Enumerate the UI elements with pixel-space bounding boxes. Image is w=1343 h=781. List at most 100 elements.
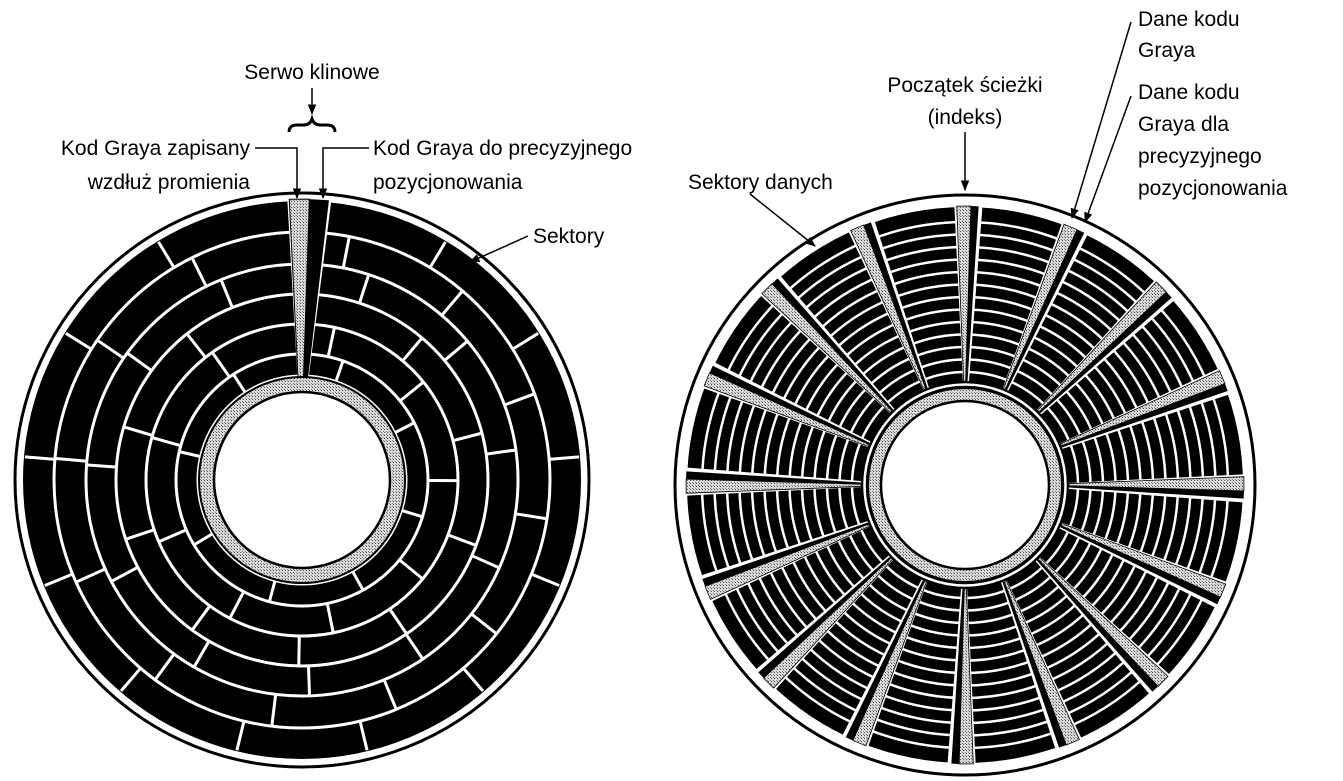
label-gray-data-2: Graya [1138, 39, 1196, 62]
arrow-sectors [469, 235, 529, 263]
gray-code-fine-wedge [1060, 525, 1221, 605]
sector-boundary [486, 448, 516, 456]
gray-code-fine-wedge [758, 556, 891, 679]
sector-boundary [341, 237, 351, 268]
arrow-gray-code-radial [255, 147, 302, 200]
gray-code-fine-wedge [686, 471, 862, 485]
sector-boundary [429, 241, 447, 268]
sector-boundary [504, 392, 535, 407]
sector-boundary [191, 605, 211, 631]
sector-boundary [179, 450, 201, 458]
sector-boundary [550, 455, 580, 461]
sector-boundary [402, 337, 423, 362]
label-wedge-servo: Serwo klinowe [244, 61, 379, 84]
gray-code-wedge [704, 523, 871, 600]
sector-boundary [126, 528, 154, 541]
sector-boundary [220, 280, 234, 308]
gray-code-wedge [1037, 556, 1169, 687]
arrow-gray-data [1070, 21, 1132, 220]
spindle-hole [212, 390, 392, 570]
sector-boundary [326, 328, 336, 357]
sector-boundary [127, 352, 152, 372]
gray-code-wedge [685, 478, 862, 494]
gray-code-fine-wedge [1002, 581, 1067, 748]
sector-boundary [154, 653, 175, 680]
sector-boundary [325, 604, 335, 633]
embedded-servo-disk [673, 193, 1257, 777]
sector-boundary [453, 431, 482, 442]
gray-code-fine-wedge [965, 206, 979, 382]
gray-code-fine-wedge [1061, 383, 1228, 448]
sector-boundary [159, 528, 186, 543]
sector-boundary [512, 332, 539, 350]
sector-boundary [444, 340, 468, 361]
gray-code-fine-wedge [1036, 559, 1159, 692]
sector-boundary [124, 425, 152, 437]
sector-boundary [472, 554, 500, 569]
label-track-start-1: Początek ścieżki [887, 74, 1042, 97]
sector-boundary [24, 455, 54, 461]
sector-boundary [405, 634, 424, 660]
label-gray-code-radial-2: wzdłuż promienia [87, 171, 251, 194]
sector-boundary [399, 559, 423, 580]
gray-code-fine-wedge [709, 365, 870, 445]
sector-boundary [191, 257, 208, 287]
sector-boundary [401, 509, 422, 518]
label-sectors: Sektory [533, 225, 605, 248]
label-data-sectors: Sektory danych [688, 171, 833, 194]
sector-boundary [383, 680, 398, 710]
sector-boundary [441, 290, 464, 316]
label-gray-fine-data-3: precyzyjnego [1138, 145, 1262, 168]
gray-code-wedge [956, 205, 972, 382]
sector-boundary [358, 275, 370, 303]
arrow-gray-fine-data [1084, 95, 1132, 223]
brace [287, 114, 337, 133]
sector-boundary [270, 695, 278, 726]
sector-boundary [97, 339, 124, 359]
gray-code-wedge [703, 372, 870, 448]
gray-code-wedge [852, 580, 928, 747]
sector-boundary [194, 532, 213, 546]
gray-code-fine-wedge [951, 588, 965, 764]
gray-code-wedge [1068, 476, 1245, 492]
sector-boundary [55, 456, 86, 463]
gray-code-wedge [1003, 579, 1080, 746]
sector-boundary [531, 573, 560, 587]
sector-boundary [389, 609, 408, 634]
sector-boundary [462, 668, 485, 693]
sector-boundary [471, 613, 497, 635]
label-gray-code-radial-1: Kod Graya zapisany [61, 137, 251, 160]
gray-code-fine-wedge [771, 278, 894, 411]
label-gray-fine-data-2: Graya dla [1138, 113, 1229, 136]
sector-boundary [87, 463, 116, 469]
sector-boundary [111, 566, 138, 583]
sector-boundary [268, 581, 277, 602]
sector-boundary [228, 591, 245, 619]
sector-boundary [186, 333, 207, 358]
label-gray-code-fine-2: pozycjonowania [373, 171, 523, 194]
spindle-hole [879, 399, 1051, 571]
sector-boundary [211, 352, 231, 377]
arrow-data-sectors [749, 193, 816, 247]
gray-code-wedge [1036, 281, 1167, 413]
sector-boundary [334, 361, 345, 382]
sector-boundary [193, 641, 210, 667]
track-boundary [863, 383, 1067, 587]
sector-boundary [358, 721, 369, 751]
label-gray-fine-data-1: Dane kodu [1138, 81, 1240, 104]
sector-boundary [152, 436, 181, 447]
sector-boundary [448, 533, 476, 547]
gray-code-wedge [958, 588, 974, 765]
sector-boundary [157, 241, 175, 268]
sector-boundary [516, 512, 547, 521]
gray-code-wedge [850, 224, 927, 391]
sector-boundary [235, 721, 246, 751]
sector-boundary [351, 571, 364, 591]
gray-code-wedge [1060, 522, 1227, 598]
gray-code-fine-wedge [702, 522, 869, 587]
sector-boundary [119, 668, 142, 693]
label-gray-data-1: Dane kodu [1138, 8, 1240, 31]
sector-boundary [232, 374, 247, 393]
sector-boundary [307, 666, 312, 695]
